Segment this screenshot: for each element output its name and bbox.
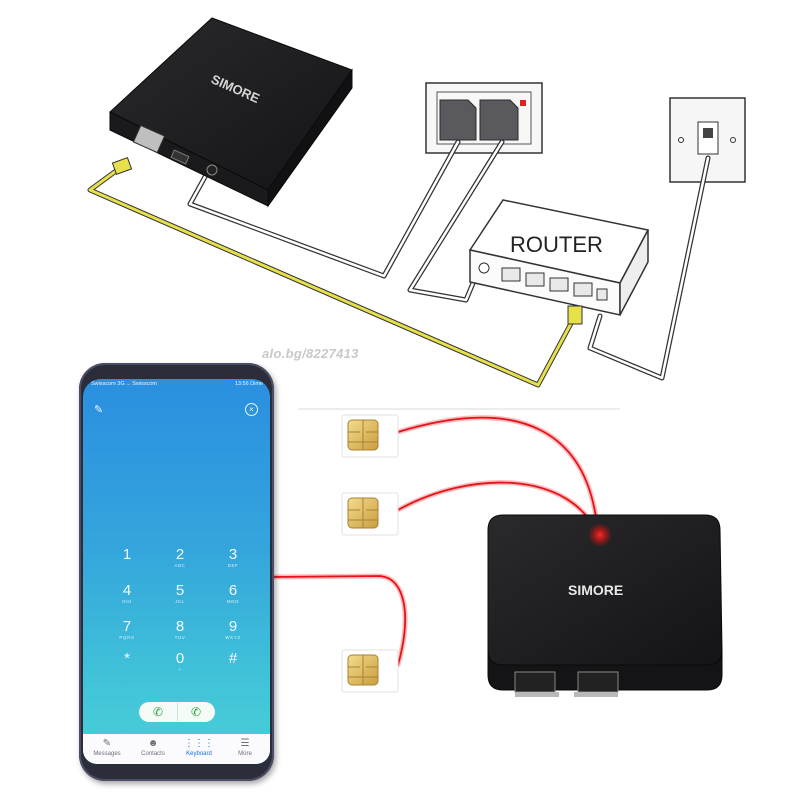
wall-power-socket: [425, 82, 543, 154]
phone-screen: Swisscom 3G ... Swisscom 13:56 Dime ✎ × …: [83, 379, 270, 764]
simore-power-port: [206, 164, 218, 176]
tab-keyboard[interactable]: ⋮⋮⋮Keyboard: [176, 737, 222, 763]
ethernet-plug-simore: [111, 156, 133, 176]
router-port-2: [525, 272, 545, 287]
ethernet-plug-router: [567, 305, 583, 325]
menu-icon: ☰: [240, 738, 250, 749]
status-time: 13:56 Dime: [234, 381, 263, 387]
router-ports: [501, 267, 608, 301]
phone-line-cable: [588, 156, 710, 380]
switch-indicator: [520, 100, 526, 106]
power-plug-left: [439, 99, 477, 141]
screw-right: [730, 137, 736, 143]
screw-left: [678, 137, 684, 143]
router: ROUTER: [468, 199, 650, 325]
key-1[interactable]: 1: [122, 546, 132, 563]
router-phone-port: [596, 288, 608, 301]
router-port-4: [573, 282, 593, 297]
router-port-1: [501, 267, 521, 282]
router-label: ROUTER: [510, 232, 603, 257]
call-buttons: ✆ ✆: [139, 702, 215, 722]
keypad-icon: ⋮⋮⋮: [184, 738, 214, 749]
jack-plug: [703, 128, 713, 138]
contacts-icon: ☻: [147, 738, 159, 749]
simore-ethernet-port: [132, 124, 166, 154]
signal-sim-1: [397, 416, 599, 536]
sim-chip-lines: [348, 498, 378, 528]
sim-card-3: [341, 649, 399, 693]
signal-sim-2: [397, 481, 599, 536]
sim-slot-1: [514, 671, 556, 693]
simore-logo-bottom: SIMORE: [568, 582, 623, 598]
router-port-3: [549, 277, 569, 292]
sim-chip-lines: [348, 655, 378, 685]
simore-top-face: [109, 17, 353, 191]
router-side: [619, 229, 649, 316]
cables: [87, 139, 711, 388]
status-carrier: Swisscom 3G ... Swisscom: [91, 381, 158, 387]
router-power-cable: [408, 140, 504, 302]
key-0[interactable]: 0+: [175, 650, 185, 673]
tab-more[interactable]: ☰More: [222, 737, 268, 763]
sim-tray-2: [574, 692, 618, 697]
router-power-jack: [478, 262, 490, 274]
signal-phone: [271, 575, 406, 666]
simore-hdmi-port: [170, 149, 190, 165]
bottom-tab-bar: ✎Messages ☻Contacts ⋮⋮⋮Keyboard ☰More: [83, 734, 270, 764]
telephone-wall-jack: [669, 97, 746, 183]
sim-slot-2: [577, 671, 619, 693]
sim-chip-lines: [348, 420, 378, 450]
simore-power-cable: [188, 140, 460, 278]
call-sim2-phone-icon[interactable]: ✆: [177, 703, 214, 721]
sim-card-1: [341, 414, 399, 458]
sim-card-2: [341, 492, 399, 536]
watermark: alo.bg/8227413: [262, 346, 359, 361]
chat-icon: ✎: [102, 738, 112, 749]
tab-contacts[interactable]: ☻Contacts: [130, 737, 176, 763]
ethernet-cable: [88, 166, 577, 387]
call-sim1-phone-icon[interactable]: ✆: [152, 705, 164, 719]
simore-side-face: [267, 68, 353, 208]
add-contact-icon[interactable]: ✎: [94, 404, 104, 416]
socket-inner: [436, 91, 532, 145]
simore-device-top: SIMORE: [109, 17, 353, 208]
close-circle-icon[interactable]: ×: [245, 403, 258, 416]
sim-tray-1: [515, 692, 559, 697]
status-bar: Swisscom 3G ... Swisscom 13:56 Dime: [83, 379, 270, 389]
key-hash[interactable]: #: [228, 650, 238, 667]
tab-messages[interactable]: ✎Messages: [84, 737, 130, 763]
signal-indicator-led: [588, 523, 612, 547]
smartphone: Swisscom 3G ... Swisscom 13:56 Dime ✎ × …: [79, 363, 274, 781]
simore-device-bottom: SIMORE: [487, 514, 723, 697]
signal-lines: [269, 415, 601, 668]
key-star[interactable]: *: [124, 650, 130, 667]
power-plug-right: [479, 99, 519, 141]
